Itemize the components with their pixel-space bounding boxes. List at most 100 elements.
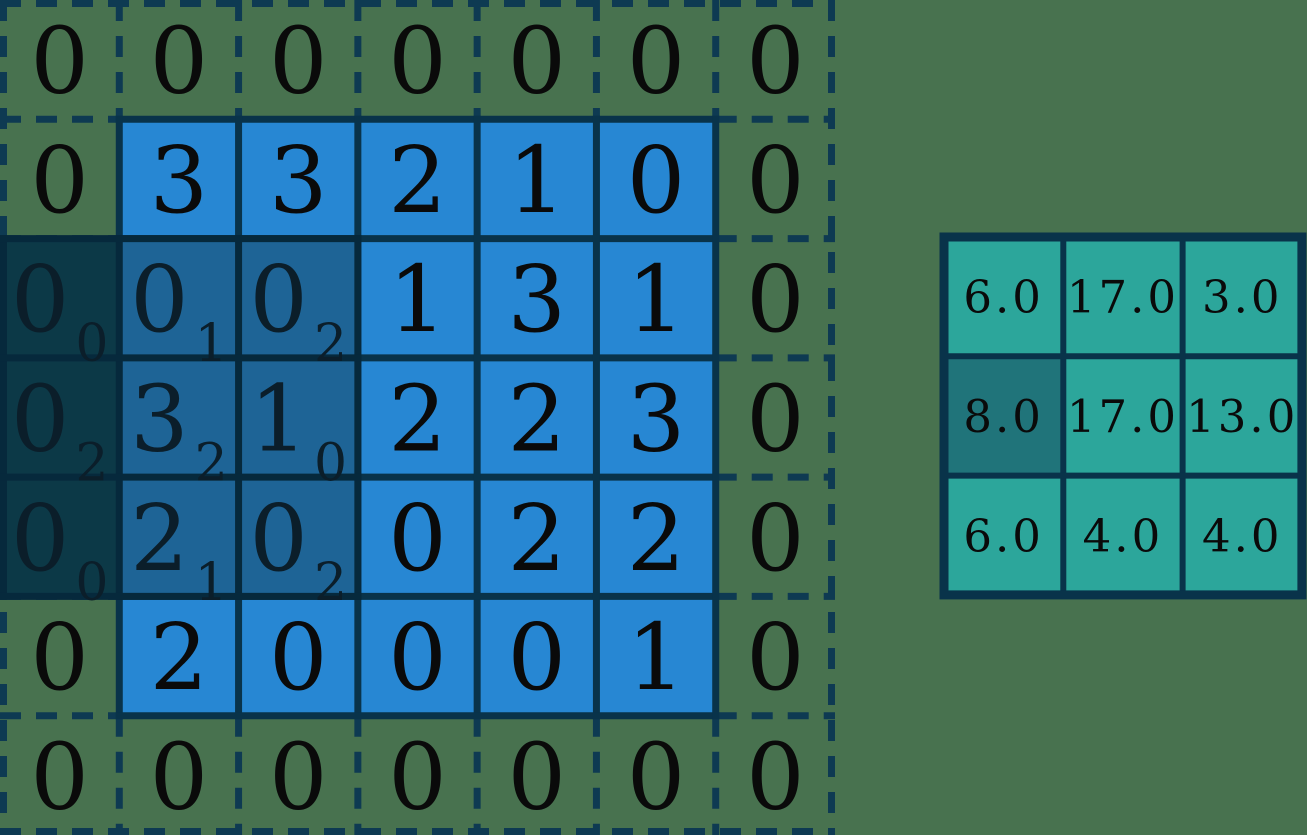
cell-value: 2: [388, 127, 447, 234]
cell-value: 0: [249, 485, 308, 592]
output-cell: [944, 475, 1064, 595]
cell-value: 0: [30, 604, 89, 711]
input-value: 0: [388, 485, 447, 592]
input-value: 0: [388, 604, 447, 711]
input-grid-lines: [115, 115, 720, 720]
input-value: 2: [150, 604, 209, 711]
kernel-weight-subscript: 1: [195, 553, 228, 613]
input-cell-2-4: [477, 238, 597, 358]
padded-input-grid: [119, 119, 716, 716]
input-cell-5-5: [596, 596, 716, 716]
cell-value: 3: [508, 246, 567, 353]
output-value: 17.0: [1067, 390, 1179, 443]
padding-value: 0: [746, 127, 805, 234]
kernel-weight-subscript: 2: [314, 553, 347, 613]
input-cell-4-5: [596, 477, 716, 597]
input-value: 2: [388, 127, 447, 234]
cell-value: 1: [627, 604, 686, 711]
cell-value: 0: [388, 8, 447, 115]
cell-value: 2: [130, 485, 189, 592]
cell-value: 0: [249, 246, 308, 353]
input-value: 1: [627, 604, 686, 711]
kernel-weight-subscript: 0: [75, 314, 108, 374]
input-cell-3-5: [596, 357, 716, 478]
input-value: 3: [150, 127, 209, 234]
input-cell-1-3: [357, 119, 478, 239]
input-cell-1-4: [477, 119, 597, 239]
input-cell-1-1: [119, 119, 239, 239]
output-cell-highlighted: [944, 356, 1064, 476]
input-value: 2: [508, 485, 567, 592]
cell-value: 0: [11, 485, 70, 592]
cell-value: 0: [627, 8, 686, 115]
output-value: 3.0: [1202, 271, 1283, 324]
cell-value: 0: [627, 127, 686, 234]
input-cell-1-5: [596, 119, 716, 239]
cell-value: 0: [30, 8, 89, 115]
padding-value: 0: [30, 723, 89, 830]
cell-value: 3: [150, 127, 209, 234]
input-cell-5-3: [357, 596, 478, 716]
cell-value: 0: [746, 723, 805, 830]
cell-value: 3: [627, 366, 686, 473]
output-cell: [1063, 356, 1183, 476]
cell-value: 0: [508, 604, 567, 711]
input-value: 2: [627, 485, 686, 592]
kernel-window-cell-2-0: [0, 477, 120, 597]
output-cell: [1182, 475, 1302, 595]
cell-value: 0: [508, 8, 567, 115]
padding-value: 0: [269, 8, 328, 115]
input-cell-5-2: [238, 596, 358, 716]
kernel-window-cell-2-1: [119, 477, 239, 597]
cell-value: 0: [30, 127, 89, 234]
cell-value: 1: [508, 127, 567, 234]
input-value: 1: [388, 246, 447, 353]
cell-value: 2: [508, 366, 567, 473]
padding-value: 0: [150, 723, 209, 830]
output-value: 6.0: [963, 271, 1044, 324]
input-value: 1: [508, 127, 567, 234]
padding-value: 0: [746, 246, 805, 353]
output-cell: [1063, 237, 1183, 357]
cell-value: 0: [150, 723, 209, 830]
kernel-window-cell-0-2: [238, 238, 358, 358]
cell-value: 3: [269, 127, 328, 234]
input-cell-5-4: [477, 596, 597, 716]
kernel-window-cell-0-1: [119, 238, 239, 358]
kernel-highlight-region: [0, 238, 358, 597]
cell-value: 0: [30, 723, 89, 830]
cell-value: 0: [746, 366, 805, 473]
input-cell-4-4: [477, 477, 597, 597]
kernel-weight-subscript: 2: [75, 434, 108, 494]
output-value: 17.0: [1067, 271, 1179, 324]
cell-value: 1: [627, 246, 686, 353]
input-value: 0: [508, 604, 567, 711]
cell-value: 0: [269, 8, 328, 115]
cell-value: 0: [11, 246, 70, 353]
padding-value: 0: [388, 8, 447, 115]
padding-value: 0: [627, 723, 686, 830]
padding-value: 0: [388, 723, 447, 830]
output-value: 6.0: [963, 509, 1044, 562]
cell-value: 0: [746, 604, 805, 711]
cell-value: 2: [388, 366, 447, 473]
input-cell-4-3: [357, 477, 478, 597]
padding-value: 0: [30, 604, 89, 711]
kernel-weight-subscript: 0: [75, 553, 108, 613]
input-value: 3: [269, 127, 328, 234]
cell-value: 2: [508, 485, 567, 592]
kernel-weight-subscript: 1: [195, 314, 228, 374]
padding-value: 0: [627, 8, 686, 115]
cell-value: 0: [269, 723, 328, 830]
padding-value: 0: [508, 8, 567, 115]
